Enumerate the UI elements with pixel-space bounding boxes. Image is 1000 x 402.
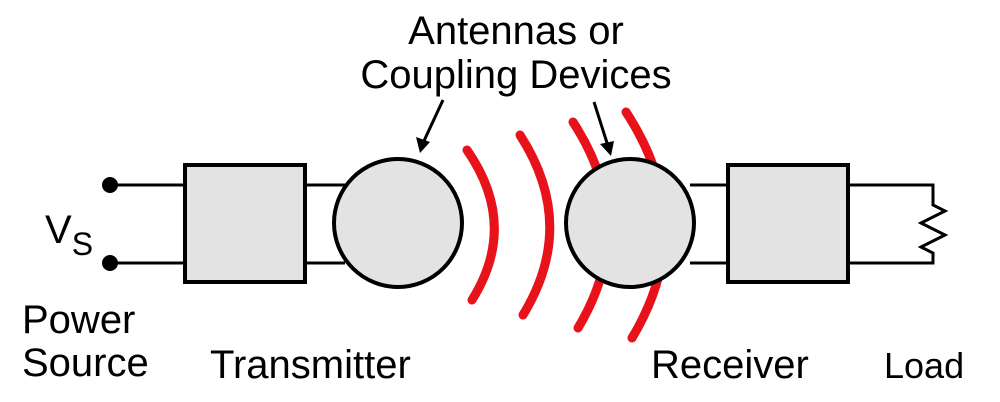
receiver-block xyxy=(726,163,850,284)
source-label: VS xyxy=(45,208,93,262)
power-source-label-line1: Power xyxy=(22,298,135,342)
terminal-bottom xyxy=(102,255,118,271)
receive-antenna xyxy=(564,157,696,289)
load-label: Load xyxy=(884,345,964,386)
transmitter-label: Transmitter xyxy=(210,343,411,387)
antennas-label-line2: Coupling Devices xyxy=(360,53,671,97)
terminal-top xyxy=(102,177,118,193)
load-resistor xyxy=(848,183,949,265)
wave-arc-2 xyxy=(515,130,555,320)
arrow-to-transmit-antenna xyxy=(421,99,445,144)
power-source-label-line2: Source xyxy=(22,341,149,385)
power-source-terminals xyxy=(102,177,185,271)
source-subscript: S xyxy=(72,226,93,262)
receiver-label: Receiver xyxy=(651,343,809,387)
pointer-arrows xyxy=(416,99,614,156)
antennas-label-line1: Antennas or xyxy=(408,9,624,53)
source-symbol: V xyxy=(45,208,72,252)
transmit-antenna xyxy=(332,157,464,289)
transmitter-block xyxy=(183,163,307,284)
arrow-to-receive-antenna xyxy=(592,101,610,147)
wave-arc-1 xyxy=(462,145,499,305)
